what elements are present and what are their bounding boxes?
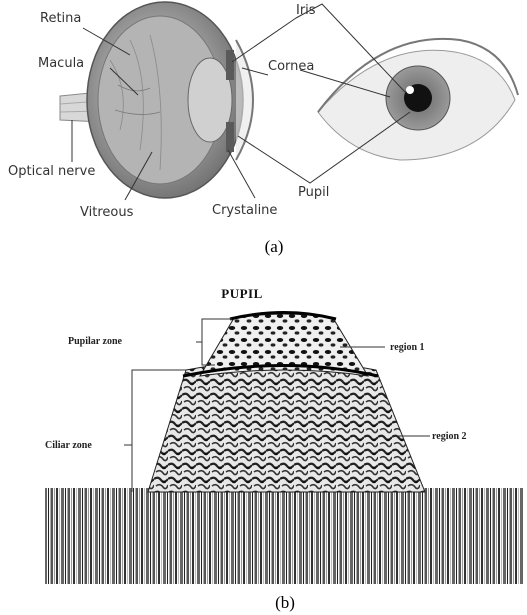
ciliar-zone-label: Ciliar zone: [45, 440, 92, 451]
panel-a-eye-anatomy: Retina Macula Optical nerve Vitreous Cry…: [8, 2, 518, 256]
iris-code-bars: [45, 488, 523, 584]
cornea-label: Cornea: [268, 59, 314, 74]
macula-label: Macula: [38, 56, 84, 71]
ciliar-zone-texture: [148, 361, 425, 492]
region2-label: region 2: [432, 431, 467, 442]
iris-label: Iris: [296, 3, 316, 18]
caption-a: (a): [265, 237, 284, 256]
panel-b-iris-regions: PUPIL Pupilar zone Ciliar zone region 1 …: [45, 286, 523, 612]
pupilar-zone-label: Pupilar zone: [68, 336, 123, 347]
optical-nerve-label: Optical nerve: [8, 164, 95, 179]
retina-label: Retina: [40, 11, 81, 26]
eyeball-cross-section: [87, 2, 253, 198]
front-eye-illustration: [318, 39, 518, 160]
pupil-title: PUPIL: [221, 286, 263, 301]
caption-b: (b): [275, 593, 295, 612]
vitreous-label: Vitreous: [80, 205, 134, 220]
region1-label: region 1: [390, 342, 425, 353]
crystaline-label: Crystaline: [212, 203, 277, 218]
pupil-label: Pupil: [298, 185, 329, 200]
